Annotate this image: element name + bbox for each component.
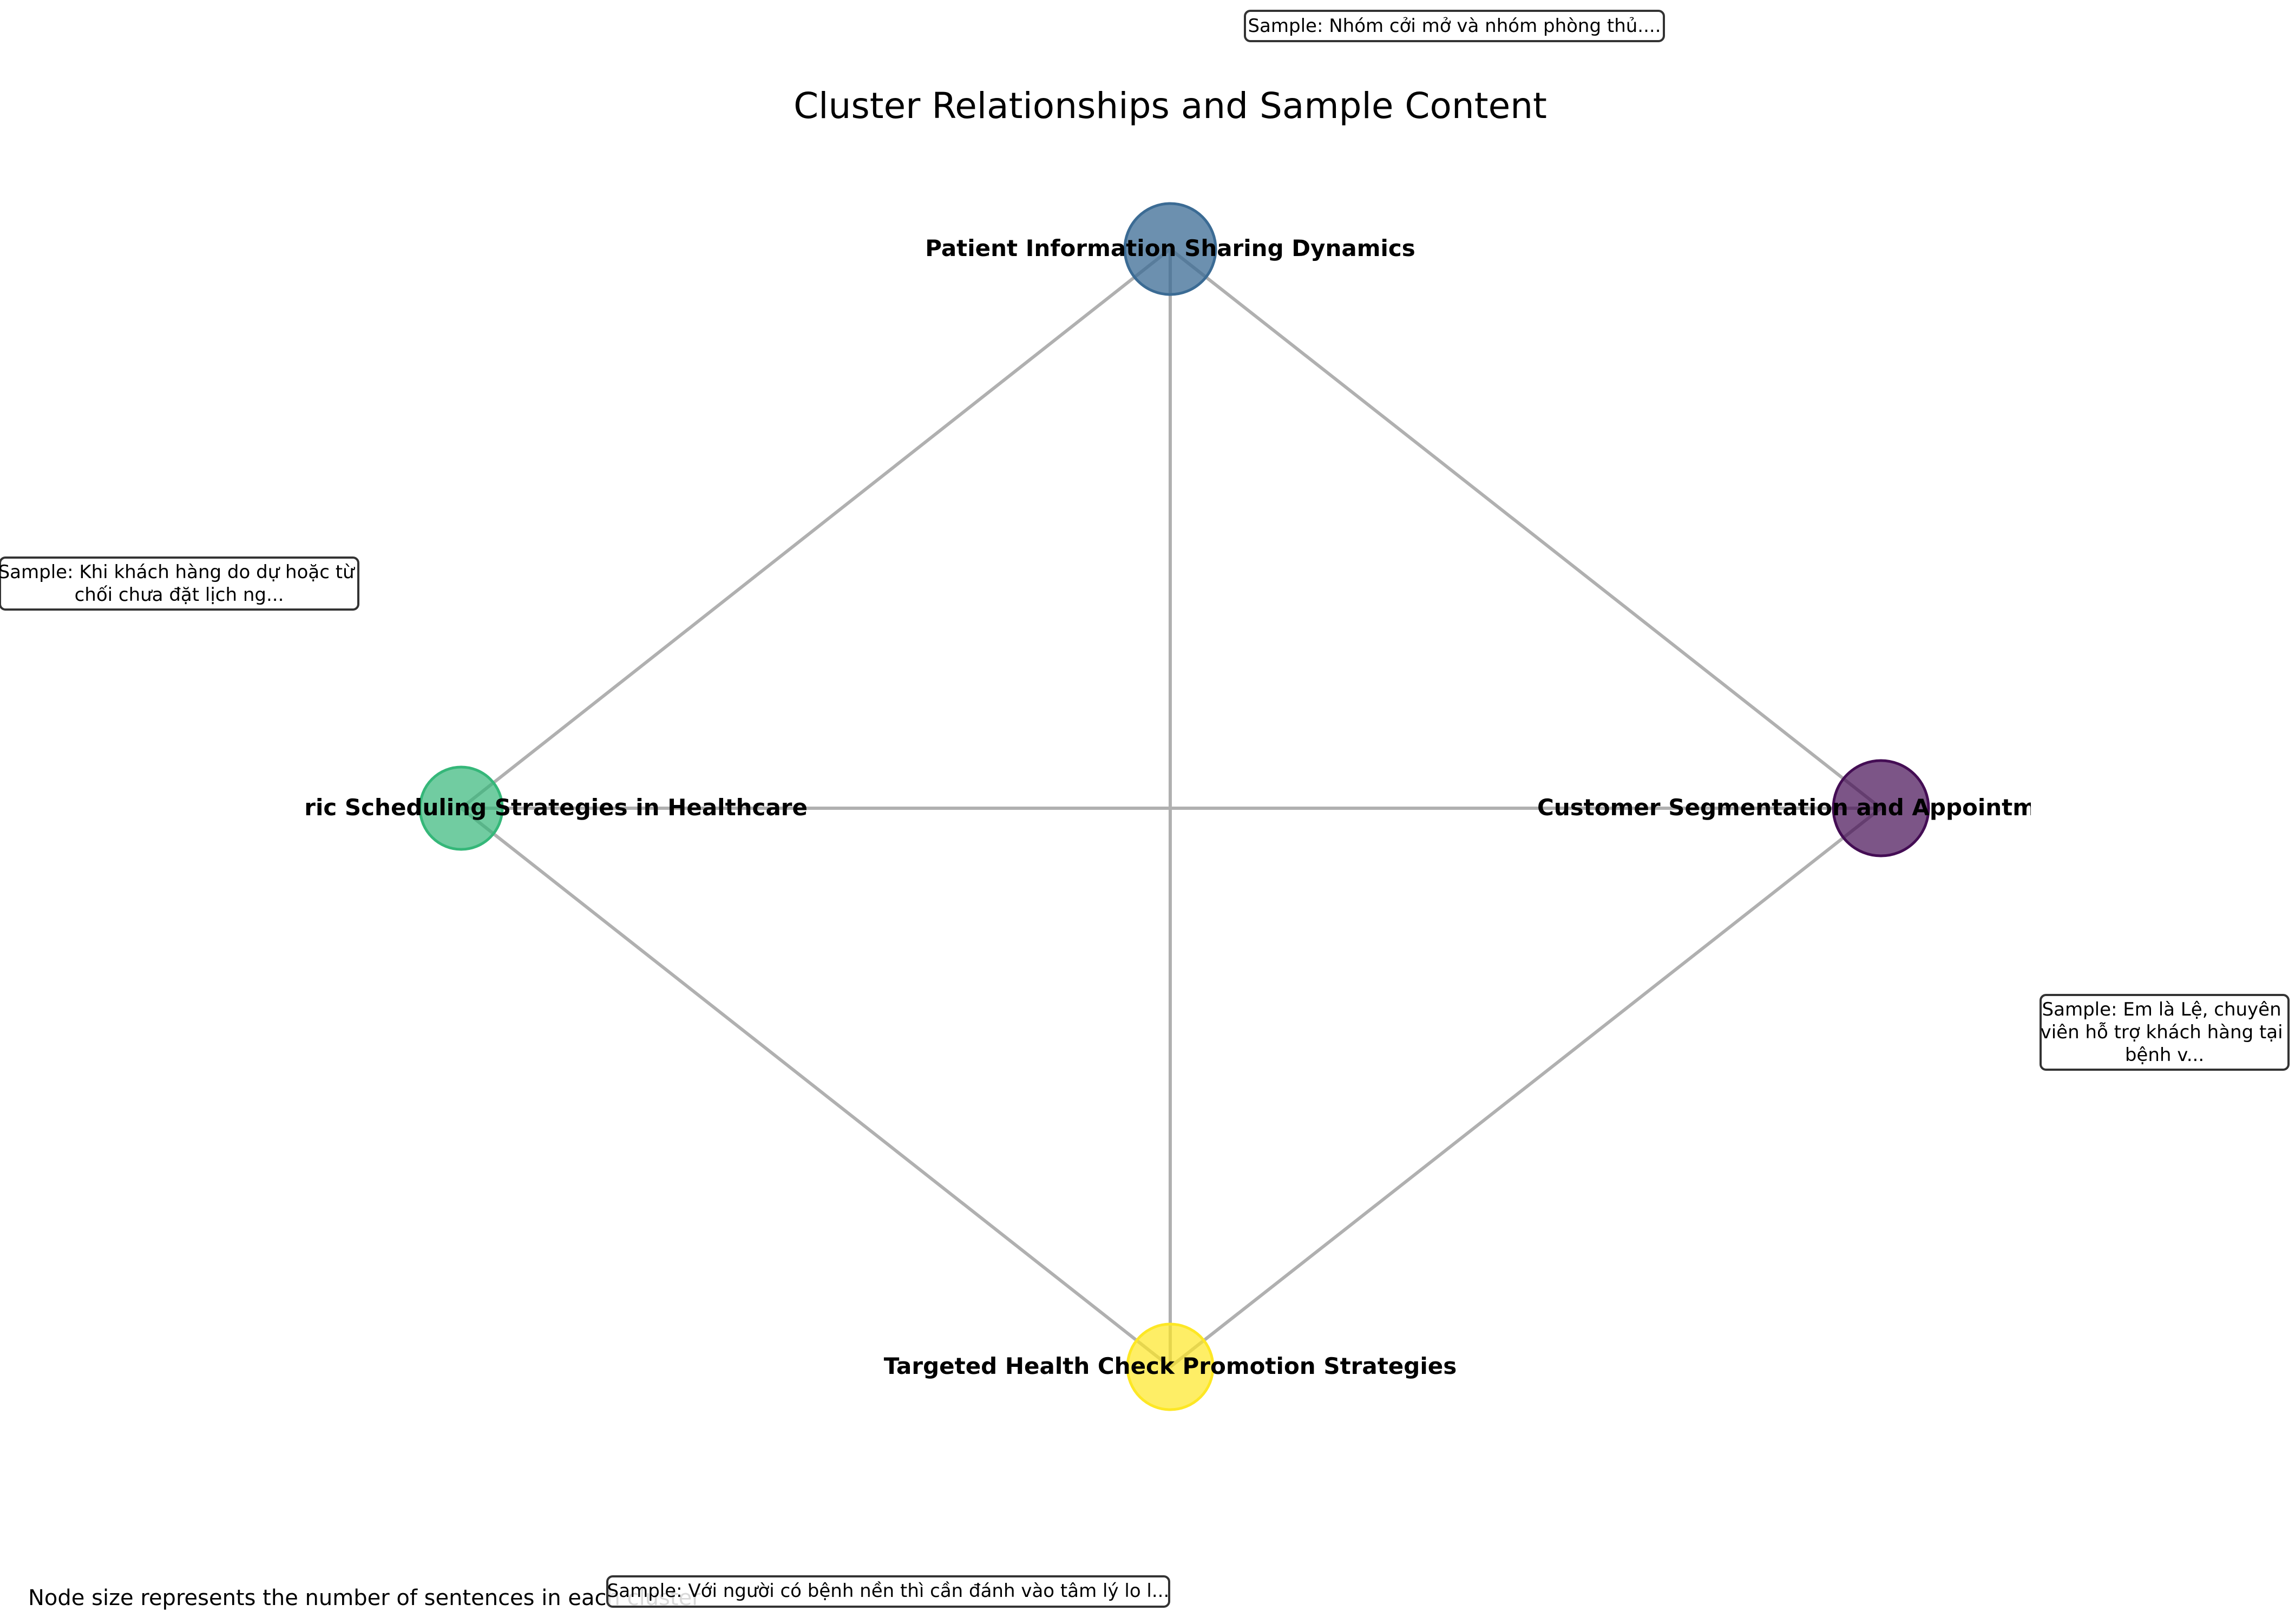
sample-line: Sample: Nhóm cởi mở và nhóm phòng thủ...…	[1248, 15, 1661, 37]
sample-box-right: Sample: Em là Lệ, chuyên viên hỗ trợ khá…	[2040, 994, 2290, 1071]
node-labels: Patient Information Sharing Dynamics Cus…	[304, 235, 2036, 1379]
sample-text: Sample: Khi khách hàng do dự hoặc từ chố…	[0, 561, 360, 606]
sample-text: Sample: Với người có bệnh nền thì cần đá…	[607, 1580, 1170, 1602]
sample-line: bệnh v...	[2125, 1044, 2204, 1066]
sample-box-frame	[0, 556, 359, 611]
footnote: Node size represents the number of sente…	[28, 1586, 701, 1610]
node-health-check-promotion[interactable]	[1126, 1322, 1215, 1411]
label-crop-mask	[2031, 780, 2096, 839]
sample-box-bottom: Sample: Với người có bệnh nền thì cần đá…	[606, 1575, 1170, 1608]
sample-box-top: Sample: Nhóm cởi mở và nhóm phòng thủ...…	[1244, 10, 1665, 42]
sample-box-frame	[2040, 994, 2290, 1071]
sample-line: Sample: Em là Lệ, chuyên	[2042, 999, 2281, 1020]
sample-box-frame	[1244, 10, 1665, 42]
node-patient-information[interactable]	[1123, 202, 1217, 296]
sample-line: Sample: Với người có bệnh nền thì cần đá…	[607, 1580, 1170, 1602]
edge-left-bottom	[460, 807, 1171, 1368]
node-scheduling-strategies[interactable]	[418, 765, 504, 851]
sample-text: Sample: Em là Lệ, chuyên viên hỗ trợ khá…	[2041, 999, 2289, 1066]
node-label: Targeted Health Check Promotion Strategi…	[884, 1353, 1457, 1379]
edge-top-right	[1169, 247, 1882, 810]
sample-line: viên hỗ trợ khách hàng tại	[2041, 1021, 2283, 1043]
node-label: ric Scheduling Strategies in Healthcare	[304, 794, 808, 821]
edge-top-left	[460, 247, 1171, 810]
node-label: Customer Segmentation and Appointm	[1537, 794, 2036, 821]
sample-line: Sample: Khi khách hàng do dự hoặc từ	[0, 561, 355, 583]
nodes	[418, 202, 1930, 1411]
sample-text: Sample: Nhóm cởi mở và nhóm phòng thủ...…	[1248, 15, 1661, 37]
sample-line: chối chưa đặt lịch ng...	[75, 584, 284, 606]
edge-right-bottom	[1169, 807, 1882, 1368]
edges	[460, 247, 1882, 1368]
diagram-title: Cluster Relationships and Sample Content	[794, 85, 1547, 127]
node-label: Patient Information Sharing Dynamics	[925, 235, 1415, 261]
sample-box-left: Sample: Khi khách hàng do dự hoặc từ chố…	[0, 556, 360, 611]
sample-box-frame	[606, 1575, 1170, 1608]
node-customer-segmentation[interactable]	[1832, 759, 1930, 857]
